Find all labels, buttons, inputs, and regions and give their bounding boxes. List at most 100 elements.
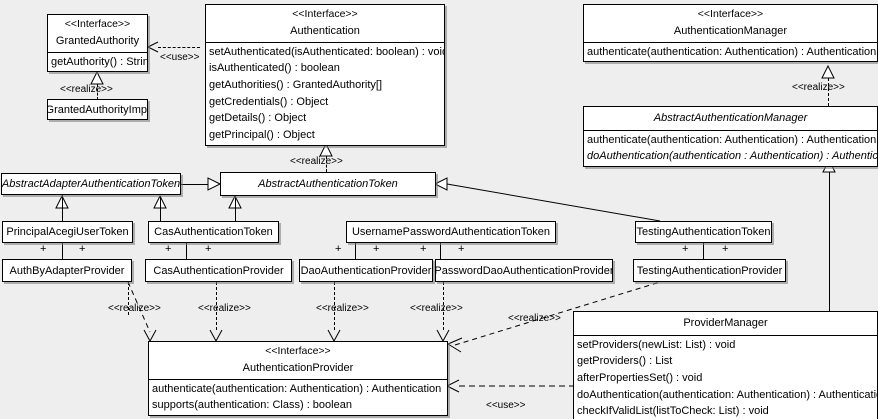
association-line-testing bbox=[703, 243, 704, 260]
class-password-dao-authentication-provider[interactable]: PasswordDaoAuthenticationProvider bbox=[435, 259, 613, 282]
class-members: getAuthority() : String bbox=[48, 51, 147, 72]
class-members: setAuthenticated(isAuthenticated: boolea… bbox=[206, 41, 444, 145]
association-marker: + bbox=[722, 243, 729, 255]
class-name: PasswordDaoAuthenticationProvider bbox=[435, 264, 613, 277]
class-dao-authentication-provider[interactable]: DaoAuthenticationProvider bbox=[299, 259, 433, 282]
class-name: CasAuthenticationToken bbox=[154, 226, 273, 238]
label-use-provider-manager: <<use>> bbox=[486, 400, 526, 411]
class-principal-acegi-user-token[interactable]: PrincipalAcegiUserToken bbox=[2, 221, 133, 243]
class-abstract-authentication-manager[interactable]: AbstractAuthenticationManager authentica… bbox=[583, 106, 878, 167]
class-method: isAuthenticated() : boolean bbox=[209, 62, 340, 75]
realize-arrowhead-provider-manager bbox=[447, 337, 463, 353]
generalization-line-cas-token bbox=[160, 196, 161, 208]
association-marker: + bbox=[165, 243, 172, 255]
class-header: ProviderManager bbox=[574, 312, 877, 335]
generalization-line-userpass-token bbox=[235, 196, 236, 208]
class-authentication-provider[interactable]: <<Interface>> AuthenticationProvider aut… bbox=[148, 341, 448, 416]
class-header: AbstractAuthenticationManager bbox=[584, 107, 877, 130]
class-name: AbstractAuthenticationToken bbox=[258, 178, 398, 190]
realize-arrow-granted-authority bbox=[90, 70, 104, 85]
association-line-password-dao bbox=[440, 243, 441, 260]
class-cas-authentication-provider[interactable]: CasAuthenticationProvider bbox=[145, 259, 292, 282]
class-method: authenticate(authentication: Authenticat… bbox=[587, 133, 877, 146]
label-realize-cas-provider: <<realize>> bbox=[198, 303, 251, 314]
realize-arrowhead-password-dao-provider bbox=[436, 329, 450, 342]
class-stereotype: <<Interface>> bbox=[697, 8, 764, 20]
class-method: authenticate(authentication: Authenticat… bbox=[152, 382, 442, 395]
class-name: TestingAuthenticationProvider bbox=[636, 264, 783, 277]
realize-arrow-authentication-manager bbox=[821, 64, 835, 79]
class-name: AuthByAdapterProvider bbox=[9, 264, 125, 277]
class-method: setAuthenticated(isAuthenticated: boolea… bbox=[209, 45, 444, 58]
label-realize-granted-authority-impl: <<realize>> bbox=[60, 84, 113, 95]
class-header: <<Interface>> AuthenticationManager bbox=[584, 5, 877, 42]
generalization-line-principal-token-b bbox=[62, 208, 63, 221]
class-name: UsernamePasswordAuthenticationToken bbox=[351, 226, 551, 238]
realize-line-abstract-auth-manager bbox=[828, 78, 829, 106]
class-name: AuthenticationManager bbox=[673, 25, 788, 38]
class-method: checkIfValidList(listToCheck: List) : vo… bbox=[577, 405, 769, 418]
class-method: getDetails() : Object bbox=[209, 112, 307, 125]
class-method: getCredentials() : Object bbox=[209, 95, 329, 108]
class-name: Authentication bbox=[290, 25, 360, 38]
class-username-password-authentication-token[interactable]: UsernamePasswordAuthenticationToken bbox=[346, 221, 556, 243]
class-method: supports(authentication: Class) : boolea… bbox=[152, 399, 352, 412]
class-name: AbstractAdapterAuthenticationToken bbox=[1, 178, 181, 190]
class-abstract-authentication-token[interactable]: AbstractAuthenticationToken bbox=[220, 172, 436, 196]
generalization-line-cas-token-b bbox=[160, 208, 161, 221]
association-line-dao bbox=[355, 243, 356, 260]
realize-line-cas-provider bbox=[216, 282, 217, 330]
label-realize-abstract-auth-manager: <<realize>> bbox=[792, 82, 845, 93]
association-marker: + bbox=[79, 243, 86, 255]
class-members: setProviders(newList: List) : void getPr… bbox=[574, 334, 877, 419]
class-auth-by-adapter-provider[interactable]: AuthByAdapterProvider bbox=[2, 259, 132, 282]
class-stereotype: <<Interface>> bbox=[265, 345, 331, 357]
class-stereotype: <<Interface>> bbox=[64, 18, 131, 30]
association-marker: + bbox=[682, 243, 689, 255]
label-use-granted-authority: <<use>> bbox=[160, 52, 200, 63]
class-name: CasAuthenticationProvider bbox=[153, 264, 284, 277]
class-members: authenticate(authentication: Authenticat… bbox=[584, 129, 877, 166]
class-abstract-adapter-authentication-token[interactable]: AbstractAdapterAuthenticationToken bbox=[1, 173, 181, 195]
class-testing-authentication-token[interactable]: TestingAuthenticationToken bbox=[635, 221, 772, 243]
class-name: AbstractAuthenticationManager bbox=[653, 112, 808, 124]
realize-line-dao-provider bbox=[334, 282, 335, 330]
class-granted-authority[interactable]: <<Interface>> GrantedAuthority getAuthor… bbox=[47, 14, 148, 73]
class-authentication[interactable]: <<Interface>> Authentication setAuthenti… bbox=[205, 4, 445, 146]
class-method: getAuthorities() : GrantedAuthority[] bbox=[209, 78, 383, 91]
class-name: DaoAuthenticationProvider bbox=[300, 264, 432, 277]
association-marker: + bbox=[373, 243, 380, 255]
class-authentication-manager[interactable]: <<Interface>> AuthenticationManager auth… bbox=[583, 4, 878, 63]
realize-arrow-authentication bbox=[319, 142, 333, 157]
class-granted-authority-impl[interactable]: GrantedAuthorityImpl bbox=[47, 99, 148, 120]
class-testing-authentication-provider[interactable]: TestingAuthenticationProvider bbox=[633, 259, 786, 282]
use-arrowhead-provider-manager bbox=[446, 379, 460, 393]
generalization-line-testing-provider bbox=[829, 172, 830, 312]
class-method: getPrincipal() : Object bbox=[209, 128, 315, 141]
realize-arrowhead-cas-provider bbox=[209, 329, 223, 342]
realize-arrowhead-dao-provider bbox=[327, 329, 341, 342]
class-cas-authentication-token[interactable]: CasAuthenticationToken bbox=[148, 221, 279, 243]
realize-line-granted-authority-impl bbox=[97, 84, 98, 100]
class-method: afterPropertiesSet() : void bbox=[577, 371, 703, 384]
class-header: <<Interface>> AuthenticationProvider bbox=[149, 342, 447, 379]
association-line-cas bbox=[186, 243, 187, 260]
class-header: <<Interface>> Authentication bbox=[206, 5, 444, 42]
class-members: authenticate(authentication: Authenticat… bbox=[584, 41, 877, 62]
generalization-line-testing-token bbox=[446, 183, 661, 222]
use-arrowhead-granted-authority bbox=[147, 41, 159, 53]
class-name: GrantedAuthorityImpl bbox=[47, 103, 148, 116]
class-name: ProviderManager bbox=[683, 317, 768, 329]
label-realize-auth-by-adapter: <<realize>> bbox=[108, 303, 161, 314]
generalization-line-adapter-token bbox=[180, 184, 208, 185]
association-marker: + bbox=[458, 243, 465, 255]
class-name: PrincipalAcegiUserToken bbox=[6, 226, 129, 238]
class-members: authenticate(authentication: Authenticat… bbox=[149, 378, 447, 415]
label-realize-password-dao-provider: <<realize>> bbox=[410, 303, 463, 314]
class-method: authenticate(authentication: Authenticat… bbox=[587, 45, 877, 58]
association-marker: + bbox=[420, 243, 427, 255]
class-provider-manager[interactable]: ProviderManager setProviders(newList: Li… bbox=[573, 311, 878, 419]
class-stereotype: <<Interface>> bbox=[292, 8, 358, 20]
class-header: <<Interface>> GrantedAuthority bbox=[48, 15, 147, 52]
